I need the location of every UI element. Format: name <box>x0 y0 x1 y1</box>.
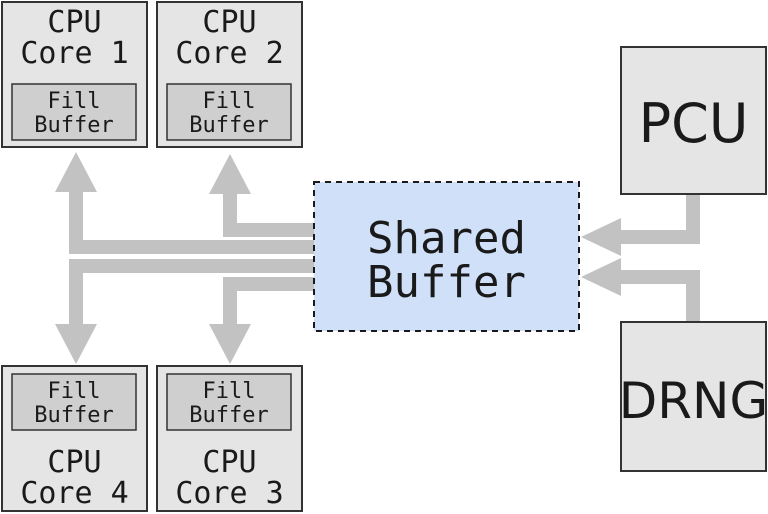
connector-core3 <box>223 277 314 326</box>
shared-buffer: Shared Buffer <box>313 181 580 332</box>
fill-buffer-line2: Buffer <box>34 113 113 138</box>
fill-buffer-line1: Fill <box>203 379 256 404</box>
cpu-core-4: Fill Buffer CPU Core 4 <box>1 365 148 512</box>
shared-buffer-line2: Buffer <box>367 257 526 308</box>
core-title-line2: Core 4 <box>20 476 128 511</box>
arrowhead-core1 <box>55 152 97 192</box>
drng-box <box>620 321 767 472</box>
fill-buffer-line2: Buffer <box>189 113 268 138</box>
core-title-line2: Core 2 <box>175 36 283 71</box>
core-title-line1: CPU <box>202 445 256 480</box>
fill-buffer-line1: Fill <box>203 89 256 114</box>
core-title-line2: Core 1 <box>20 36 128 71</box>
pcu-box <box>620 46 767 195</box>
shared-buffer-line1: Shared <box>367 213 526 264</box>
core-title-line1: CPU <box>202 5 256 40</box>
drng-label: DRNG <box>619 372 768 430</box>
cpu-core-2: CPU Core 2 Fill Buffer <box>156 1 303 148</box>
core-title-line1: CPU <box>47 445 101 480</box>
fill-buffer-line2: Buffer <box>34 403 113 428</box>
arrowhead-drng <box>581 258 621 296</box>
core-title-line2: Core 3 <box>175 476 283 511</box>
arrowhead-core4 <box>55 324 97 364</box>
connector-core4 <box>69 259 314 328</box>
core-title-line1: CPU <box>47 5 101 40</box>
connector-core1 <box>69 190 314 254</box>
connectors <box>55 152 700 364</box>
fill-buffer <box>166 373 292 431</box>
pcu-label: PCU <box>639 92 749 155</box>
arrowhead-core2 <box>209 154 251 194</box>
connector-pcu <box>612 195 700 244</box>
connector-drng <box>612 270 700 322</box>
shared-buffer-box <box>313 181 580 332</box>
drng-block: DRNG <box>619 321 768 472</box>
fill-buffer-line2: Buffer <box>189 403 268 428</box>
pcu-block: PCU <box>620 46 767 195</box>
fill-buffer-line1: Fill <box>48 379 101 404</box>
connector-core2 <box>223 192 314 237</box>
fill-buffer <box>11 373 137 431</box>
cpu-core-3: Fill Buffer CPU Core 3 <box>156 365 303 512</box>
fill-buffer <box>11 83 137 141</box>
arrowhead-core3 <box>209 324 251 364</box>
arrowhead-pcu <box>581 218 621 256</box>
fill-buffer <box>166 83 292 141</box>
cpu-core-1: CPU Core 1 Fill Buffer <box>1 1 148 148</box>
fill-buffer-line1: Fill <box>48 89 101 114</box>
